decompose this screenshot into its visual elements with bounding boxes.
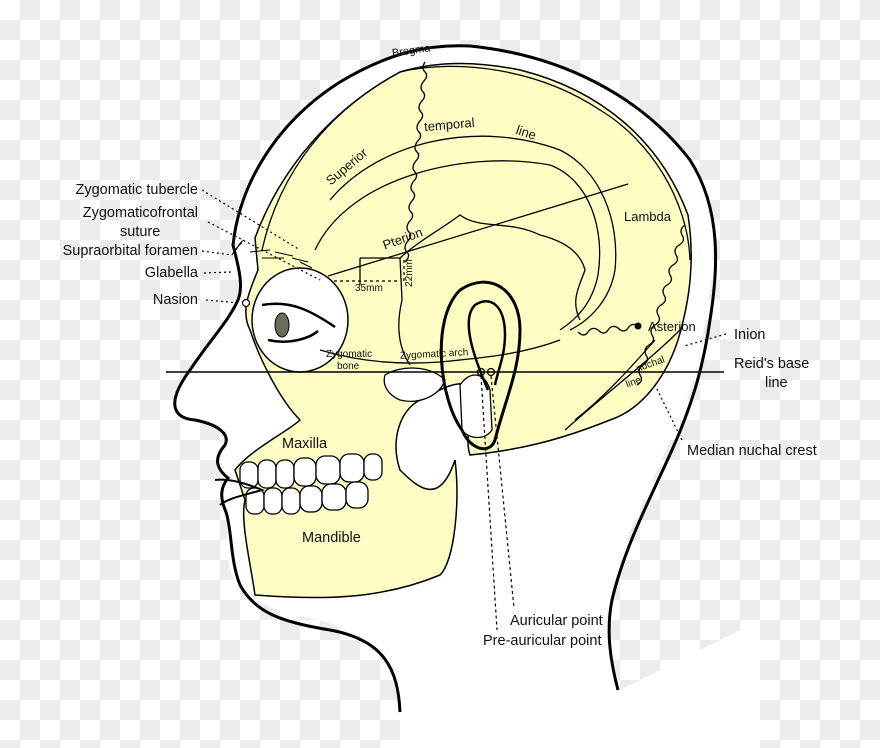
label-zygomaticofrontal: Zygomaticofrontal xyxy=(82,205,198,221)
ear-outer xyxy=(439,280,522,451)
label-maxilla: Maxilla xyxy=(282,436,328,452)
label-lambda: Lambda xyxy=(624,209,671,224)
label-median-nuchal-crest: Median nuchal crest xyxy=(687,443,817,459)
label-35mm: 35mm xyxy=(355,283,383,294)
label-pre-auricular-point: Pre-auricular point xyxy=(483,633,602,649)
superior-temporal-line xyxy=(329,135,617,331)
label-zygomatic-tubercle: Zygomatic tubercle xyxy=(75,182,199,198)
label-auricular-point: Auricular point xyxy=(510,613,603,629)
iris xyxy=(274,312,290,338)
label-zygomatic-bone: Zygomatic xyxy=(326,349,373,360)
face-profile-line xyxy=(173,44,718,713)
label-asterion: Asterion xyxy=(648,319,696,334)
label-reids-line: line xyxy=(765,375,788,391)
label-22mm: 22mm xyxy=(403,259,415,287)
label-suture: suture xyxy=(120,224,161,240)
lambdoid-suture xyxy=(636,224,686,386)
label-supraorbital-foramen: Supraorbital foramen xyxy=(62,243,198,259)
label-mandible: Mandible xyxy=(302,530,361,546)
label-zygomatic-bone-2: bone xyxy=(337,361,360,372)
teeth xyxy=(239,453,383,515)
ear-inner xyxy=(467,300,507,391)
label-nasion: Nasion xyxy=(152,292,198,308)
label-reids-base: Reid's base xyxy=(734,356,810,372)
coronal-suture xyxy=(404,61,428,263)
label-inion: Inion xyxy=(734,327,766,343)
label-glabella: Glabella xyxy=(144,265,198,281)
